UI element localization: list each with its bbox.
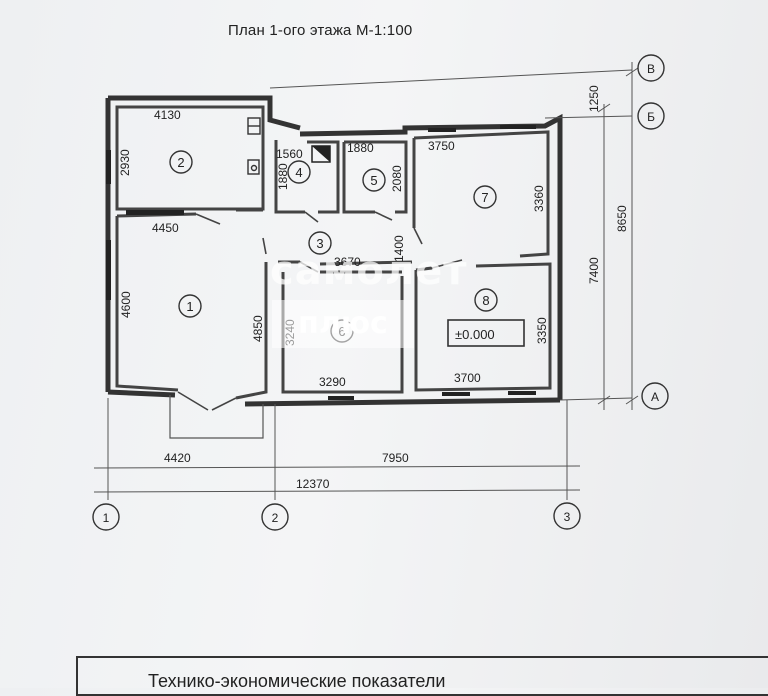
- dim-room7-height: 3360: [532, 185, 546, 212]
- overall-dimensions: 4420 7950 12370 1250 7400 8650: [164, 85, 629, 491]
- axis-row-v: В: [647, 62, 655, 76]
- porch: [169, 395, 264, 439]
- dim-room3-height: 1400: [392, 235, 406, 262]
- level-mark-box: [447, 319, 525, 347]
- watermark-badge: плюс: [272, 300, 414, 348]
- dim-room1-height-left: 4600: [119, 291, 133, 318]
- dim-room4-height: 1880: [276, 163, 290, 190]
- dim-right-main: 7400: [587, 257, 601, 284]
- dim-room5-height: 2080: [390, 165, 404, 192]
- stair-icon: [312, 146, 330, 162]
- dim-room2-width: 4130: [154, 108, 181, 122]
- axis-labels: В Б А 1 2 3: [103, 62, 659, 525]
- dim-room1-height-right: 4850: [251, 315, 265, 342]
- dim-room8-width: 3700: [454, 371, 481, 385]
- dim-bottom-left: 4420: [164, 451, 191, 465]
- fixtures: [247, 117, 261, 175]
- dimension-lines: [93, 62, 639, 500]
- dim-bottom-right: 7950: [382, 451, 409, 465]
- dim-right-top: 1250: [587, 85, 601, 112]
- dim-room4-width: 1560: [276, 147, 303, 161]
- axis-col-2: 2: [272, 511, 279, 525]
- dim-room3-width: 3670: [334, 255, 361, 269]
- room-3-label: 3: [316, 236, 323, 251]
- plan-title: План 1-ого этажа М-1:100: [228, 22, 413, 39]
- tech-table-header: Технико-экономические показатели: [76, 656, 768, 696]
- axis-col-3: 3: [564, 510, 571, 524]
- axis-row-b: Б: [647, 110, 655, 124]
- room-1-label: 1: [186, 299, 193, 314]
- level-mark: ±0.000: [455, 327, 495, 342]
- dim-room8-height: 3350: [535, 317, 549, 344]
- axis-col-1: 1: [103, 511, 110, 525]
- dim-right-total: 8650: [615, 205, 629, 232]
- room-4-label: 4: [295, 165, 302, 180]
- axis-markers: [92, 54, 669, 531]
- room-7-label: 7: [481, 190, 488, 205]
- stair-box: [311, 145, 331, 163]
- dim-room1-width: 4450: [152, 221, 179, 235]
- dim-bottom-total: 12370: [296, 477, 330, 491]
- room-2-label: 2: [177, 155, 184, 170]
- dim-room5-width: 1880: [347, 141, 374, 155]
- interior-walls: [115, 105, 552, 400]
- watermark-logo: самолет: [270, 248, 468, 294]
- room-5-label: 5: [370, 173, 377, 188]
- room-8-label: 8: [482, 293, 489, 308]
- doors: [177, 211, 463, 411]
- dim-room6-width: 3290: [319, 375, 346, 389]
- windows: [106, 125, 536, 400]
- axis-row-a: А: [651, 390, 659, 404]
- dim-room7-width: 3750: [428, 139, 455, 153]
- tech-table-heading: Технико-экономические показатели: [148, 671, 446, 691]
- dim-room2-height: 2930: [118, 149, 132, 176]
